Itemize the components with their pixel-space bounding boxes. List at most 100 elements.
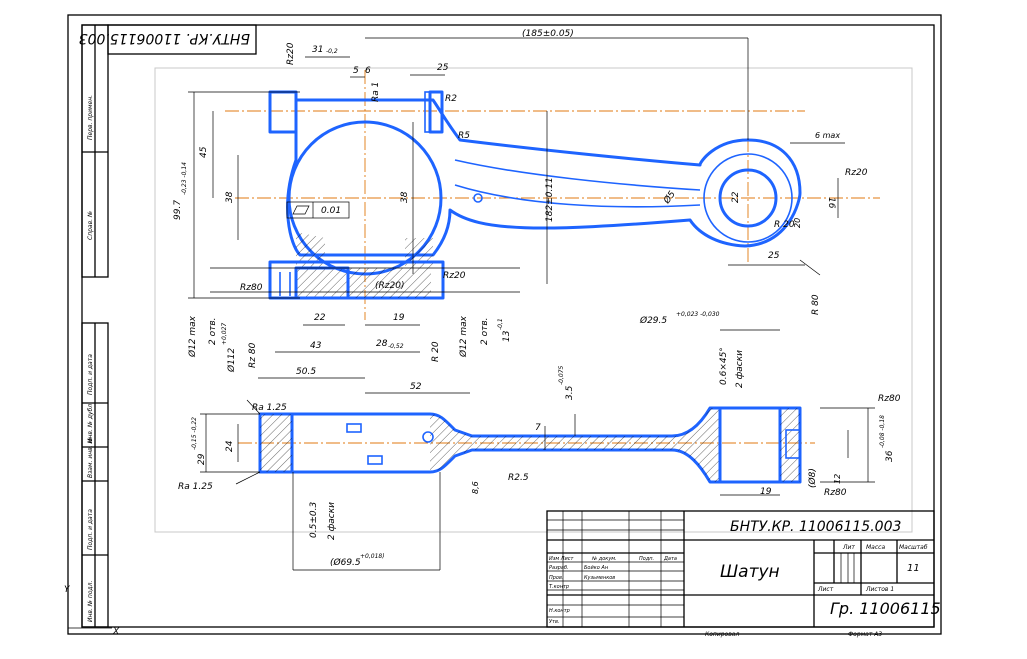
dim-7: 7: [535, 423, 541, 433]
dim-31: 31: [312, 45, 323, 55]
stamp-razrab: Разраб.: [549, 565, 569, 571]
stamp-tkontr: Т.контр: [549, 584, 569, 590]
side-label-sprav: Справ. №: [87, 211, 94, 240]
dim-phi295: Ø29.5: [639, 315, 667, 326]
side-label-podp-date: Подп. и дата: [87, 354, 94, 395]
dim-28: 28: [376, 339, 388, 349]
side-view-dimensions: 52 3.5 -0,075 Ø29.5 +0,023 -0,030 0.6×45…: [178, 311, 901, 571]
dim-rz80-left: Rz80: [240, 283, 263, 293]
dim-05: 0.5±0.3: [309, 502, 319, 538]
dim-13-tol: -0,1: [497, 318, 504, 330]
dim-phi12-left: Ø12 max: [187, 315, 198, 358]
dim-35-tol: -0,075: [558, 365, 565, 385]
stamp-part-name: Шатун: [720, 562, 780, 582]
dim-31-tol: -0,2: [326, 48, 338, 55]
dim-otv2-left: 2 отв.: [208, 317, 218, 345]
dim-29-tol: -0,15 -0,22: [191, 417, 198, 450]
dim-6: 6: [365, 66, 371, 76]
top-view: [225, 70, 880, 320]
dim-52: 52: [410, 382, 422, 392]
dim-phi695-tol: +0,018): [360, 553, 385, 560]
dim-24: 24: [225, 440, 235, 452]
mirror-code: БНТУ.КР. 11006115.003: [79, 30, 250, 46]
title-block: БНТУ.КР. 11006115.003 Шатун Гр. 11006115…: [546, 510, 941, 638]
dim-997: 99.7: [173, 200, 183, 220]
stamp-date: Дата: [663, 556, 677, 562]
stamp-format: Формат А3: [848, 631, 882, 638]
dim-phi112: Ø112: [226, 347, 237, 373]
dim-r20: R 20: [774, 220, 795, 230]
stamp-nkontr: Н.контр: [549, 608, 570, 614]
dim-16: 16: [826, 197, 836, 209]
dim-22-right: 22: [731, 191, 741, 203]
stamp-document-code: БНТУ.КР. 11006115.003: [730, 519, 901, 535]
corner-axis-mark: Y X: [64, 585, 120, 637]
stamp-sign: Подп.: [639, 556, 654, 562]
stamp-prov: Пров.: [549, 575, 564, 581]
dim-182: 182±0.11: [545, 177, 555, 222]
dim-r5: R5: [458, 131, 470, 141]
dim-35: 3.5: [565, 385, 575, 400]
side-label-vzam-inv: Взам. инв. №: [87, 437, 94, 478]
dim-fask2-top: 2 фаски: [735, 350, 745, 388]
dim-86: 8,6: [471, 481, 480, 494]
axis-y-label: Y: [64, 585, 71, 595]
dim-6max: 6 max: [815, 131, 840, 140]
stamp-header-sheets: Листов 1: [865, 586, 894, 593]
mirror-code-box: БНТУ.КР. 11006115.003: [79, 24, 257, 55]
dim-rz20-right: Rz20: [845, 168, 868, 178]
dim-fask2-bottom: 2 фаски: [327, 502, 337, 540]
dim-36: 36: [885, 450, 895, 462]
dim-12: 12: [833, 474, 842, 484]
dim-phi295-tol: +0,023 -0,030: [676, 311, 720, 318]
dim-flatness: 0.01: [321, 206, 341, 216]
dim-phi12-right: Ø12 max: [458, 315, 469, 358]
dim-19-side: 19: [760, 487, 772, 497]
dim-38-left: 38: [225, 191, 235, 203]
dim-r25: R2.5: [508, 473, 529, 483]
drawing-frame: [67, 14, 942, 635]
side-label-inv-podl: Инв. № подл.: [87, 581, 94, 622]
axis-x-label: X: [112, 627, 120, 637]
stamp-razrab-name: Бойко Ан: [584, 565, 609, 571]
dim-997-tol: -0,23 -0,14: [181, 162, 188, 195]
dim-5: 5: [353, 66, 359, 76]
dim-13: 13: [502, 330, 512, 342]
dim-otv2-right: 2 отв.: [480, 317, 490, 345]
dim-185: (185±0.05): [522, 29, 574, 39]
dim-25-right: 25: [768, 251, 780, 261]
side-strip: Перв. примен. Справ. № Подп. и дата Инв.…: [81, 24, 109, 628]
stamp-copied: Копировал: [705, 631, 739, 638]
dim-phi8: (Ø8): [807, 468, 818, 488]
side-label-perv: Перв. примен.: [87, 95, 94, 140]
stamp-izm: Изм Лист: [549, 556, 575, 562]
dim-rz80-side: Rz80: [824, 488, 847, 498]
dim-20: 20: [793, 218, 802, 228]
dim-06x45: 0.6×45°: [719, 347, 729, 385]
stamp-group: Гр. 11006115: [830, 599, 941, 618]
dim-rz20-bottom: Rz20: [443, 271, 466, 281]
stamp-header-mass: Масса: [866, 544, 885, 551]
dim-r2: R2: [445, 94, 457, 104]
stamp-scale-value: 11: [907, 563, 920, 574]
stamp-header-sheet: Лист: [817, 586, 834, 593]
dim-r80: R 80: [811, 294, 821, 315]
stamp-prov-name: Кузьменков: [584, 575, 615, 581]
stamp-utv: Утв.: [549, 619, 560, 625]
dim-ra125-bottom: Ra 1.25: [178, 482, 213, 492]
stamp-header-scale: Масштаб: [899, 544, 928, 551]
dim-phi112-tol: +0,027: [221, 323, 228, 345]
dim-45: 45: [199, 146, 209, 158]
stamp-doc: № докум.: [591, 556, 617, 562]
dim-phi5: Ø5: [661, 189, 678, 207]
dim-36-tol: -0,08 -0,18: [879, 415, 886, 448]
dim-rz80-right: Rz80: [878, 394, 901, 404]
dim-19-bottom: 19: [393, 313, 405, 323]
side-label-podp-date2: Подп. и дата: [87, 509, 94, 550]
dim-22-bottom: 22: [314, 313, 326, 323]
dim-ra1: Ra 1: [371, 82, 381, 102]
dim-505: 50.5: [296, 367, 316, 377]
dim-ra125-top: Ra 1.25: [252, 403, 287, 413]
stamp-header-lit: Лит: [842, 544, 855, 551]
